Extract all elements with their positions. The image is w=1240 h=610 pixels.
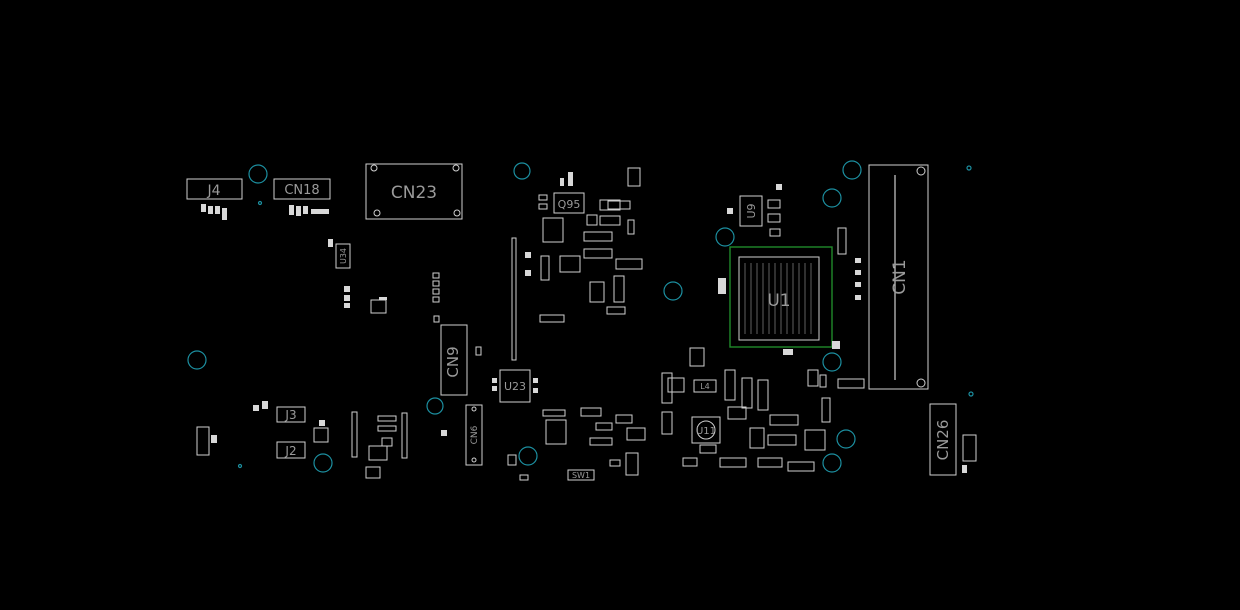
ic-u9[interactable]: U9 [727,184,782,237]
connector-cn23[interactable]: CN23 [365,163,463,220]
svg-text:CN23: CN23 [391,183,437,203]
connector-cn26[interactable]: CN26 [929,403,977,476]
svg-text:J3: J3 [284,408,296,422]
svg-text:CN6: CN6 [470,425,480,444]
switch-sw1[interactable]: SW1 [567,469,595,481]
svg-text:J2: J2 [284,444,296,458]
connector-cn1[interactable]: CN1 [837,164,929,390]
connector-left-small[interactable] [196,426,217,456]
passive-cluster-lower-left [313,411,447,479]
svg-text:J4: J4 [206,183,220,199]
connector-vertical-strip[interactable] [511,237,531,361]
svg-text:U34: U34 [339,248,348,264]
svg-text:CN26: CN26 [934,420,952,461]
svg-text:CN9: CN9 [444,346,462,377]
transistor-q95[interactable]: Q95 [538,167,643,323]
mounting-holes [187,160,974,473]
svg-text:U1: U1 [767,291,790,311]
svg-text:U9: U9 [745,203,758,218]
connector-j2[interactable]: J2 [276,441,306,459]
connector-cn18[interactable]: CN18 [273,178,331,216]
ic-u1-soc[interactable]: U1 [729,246,833,348]
passive-cluster-mid-lower [507,258,861,481]
svg-text:U23: U23 [504,380,526,393]
svg-text:Q95: Q95 [558,198,581,211]
connector-cn6[interactable]: CN6 [465,404,483,466]
svg-text:L4: L4 [700,382,710,391]
svg-text:U11: U11 [696,426,716,437]
ic-u34[interactable]: U34 [328,239,351,308]
passive-cluster-left [370,272,482,356]
ic-u11[interactable]: U11 [691,416,721,444]
connector-cn9[interactable]: CN9 [440,324,468,396]
connector-j4[interactable]: J4 [186,178,243,220]
ic-u23[interactable]: U23 [492,369,538,403]
svg-text:CN1: CN1 [890,259,910,294]
svg-text:SW1: SW1 [572,471,590,480]
connector-j3[interactable]: J3 [253,401,306,423]
inductor-l4[interactable]: L4 [693,379,717,393]
svg-text:CN18: CN18 [284,183,319,198]
